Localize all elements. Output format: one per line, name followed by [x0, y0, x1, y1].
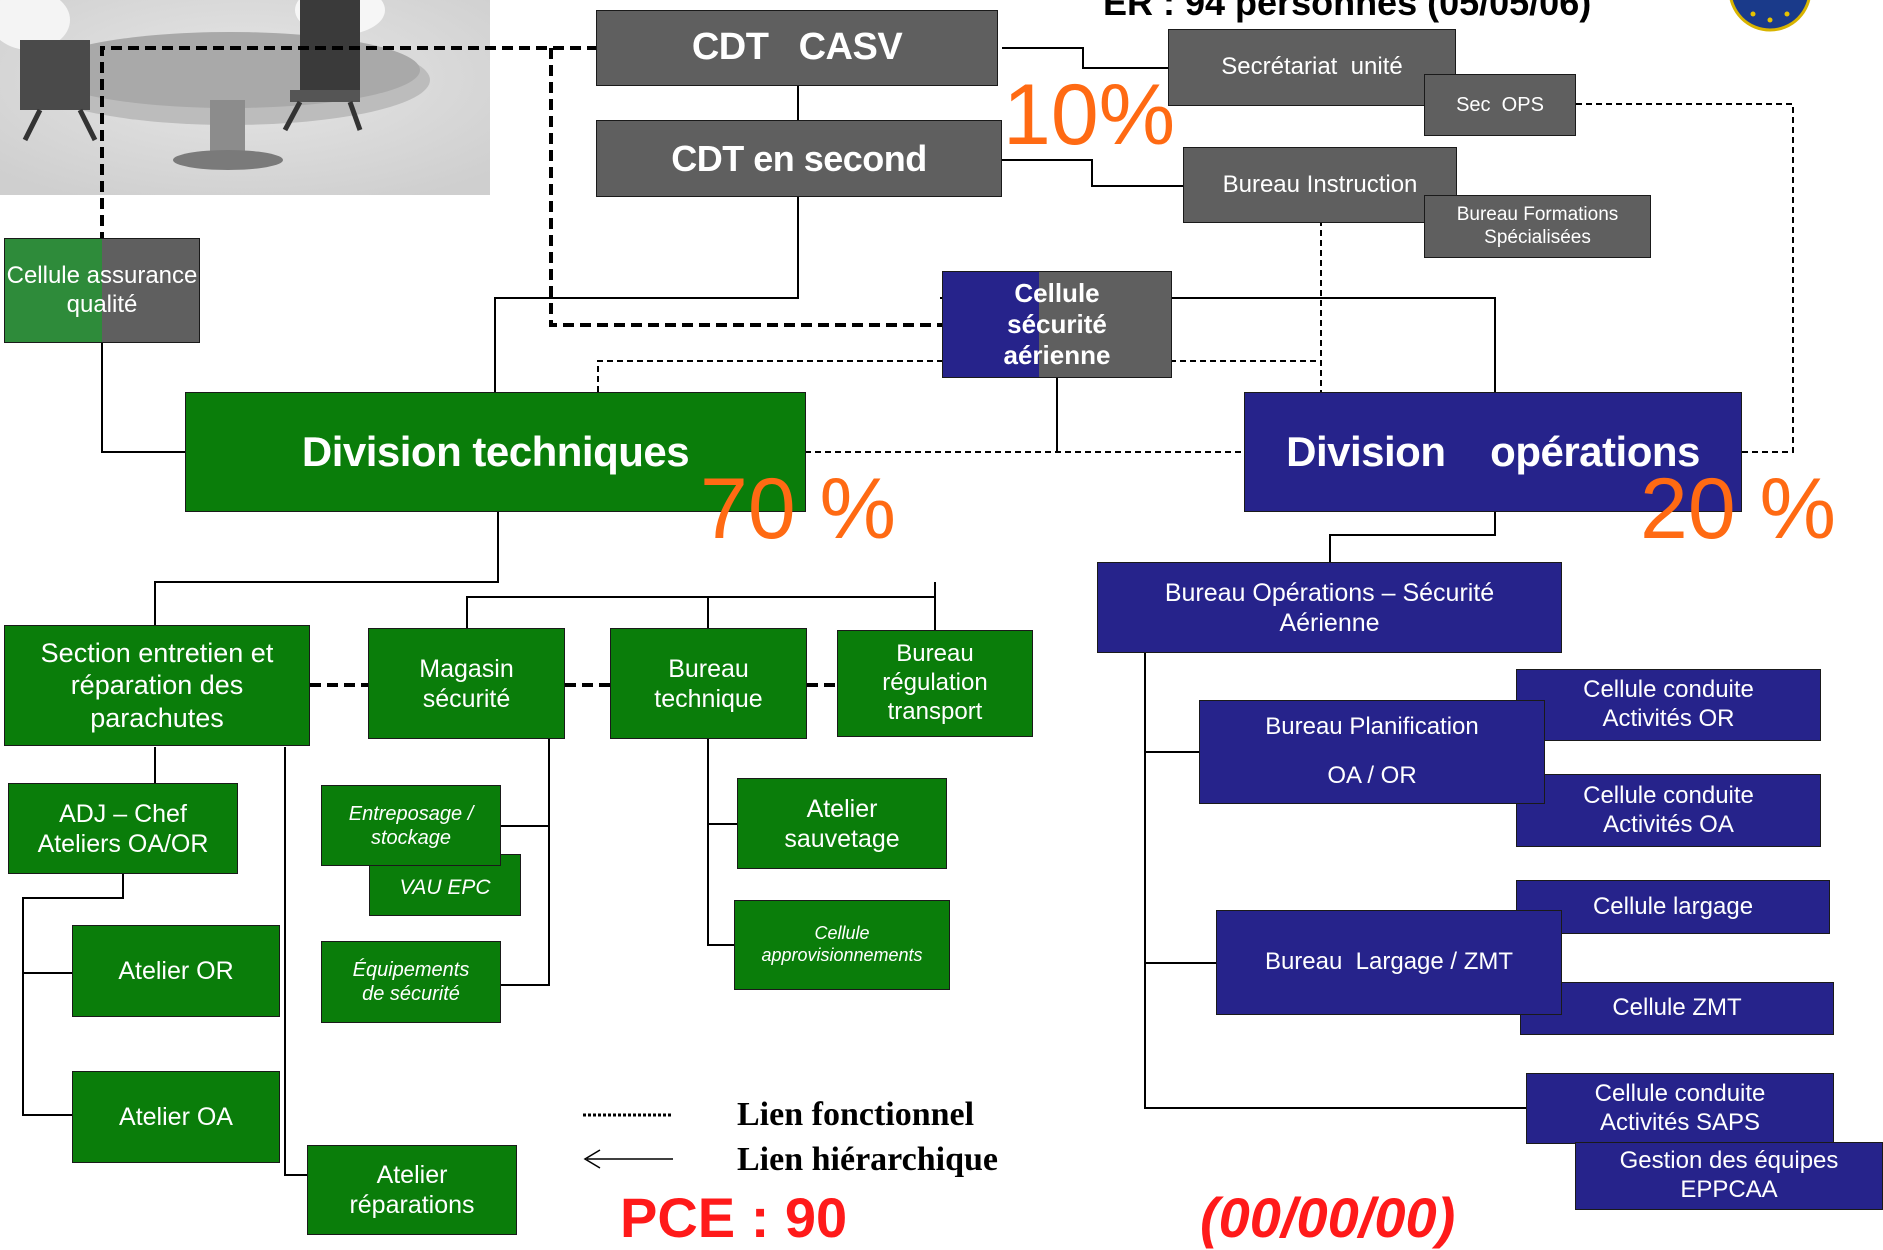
division-operations-box: Division opérations: [1244, 392, 1742, 512]
atelier-oa-label: Atelier OA: [119, 1103, 233, 1131]
tech-percentage: 70 %: [700, 461, 897, 557]
atelier-reparations-box: Atelier réparations: [307, 1145, 517, 1235]
adj-chef-label: ADJ – Chef Ateliers OA/OR: [37, 799, 209, 858]
cellule-or-label: Cellule conduite Activités OR: [1583, 676, 1754, 732]
adj-chef-box: ADJ – Chef Ateliers OA/OR: [8, 783, 238, 874]
atelier-or-box: Atelier OR: [72, 925, 280, 1017]
connector-lines: [22, 46, 1794, 1176]
cellule-appro-label: Cellule approvisionnements: [761, 923, 923, 965]
cdt-second-label: CDT en second: [671, 137, 927, 179]
cellule-zmt-label: Cellule ZMT: [1612, 994, 1742, 1022]
cdt-second-box: CDT en second: [596, 120, 1002, 197]
bureau-regulation-label: Bureau régulation transport: [882, 640, 988, 725]
legend-functional-label: Lien fonctionnel: [737, 1096, 975, 1133]
cellule-saps-box: Cellule conduite Activités SAPS: [1526, 1073, 1834, 1144]
magasin-securite-box: Magasin sécurité: [368, 628, 565, 739]
legend-hierarchical-label: Lien hiérarchique: [737, 1141, 998, 1178]
vau-epc-label: VAU EPC: [399, 876, 491, 900]
entreposage-label: Entreposage / stockage: [348, 802, 474, 849]
division-operations-label: Division opérations: [1286, 427, 1700, 475]
cellule-largage-box: Cellule largage: [1516, 880, 1830, 934]
sec-ops-box: Sec OPS: [1424, 74, 1576, 136]
atelier-sauvetage-label: Atelier sauvetage: [784, 794, 900, 853]
assurance-qualite-box: Cellule assurance qualité: [4, 238, 200, 343]
bureau-technique-label: Bureau technique: [654, 654, 763, 713]
atelier-oa-box: Atelier OA: [72, 1071, 280, 1163]
secretariat-label: Secrétariat unité: [1221, 53, 1403, 81]
emblem-icon: [1729, 0, 1811, 32]
cellule-zmt-box: Cellule ZMT: [1520, 982, 1834, 1035]
sec-ops-label: Sec OPS: [1456, 94, 1544, 116]
bureau-planification-box: Bureau Planification OA / OR: [1199, 700, 1545, 804]
secretariat-box: Secrétariat unité: [1168, 29, 1456, 106]
securite-aerienne-box: Cellule sécurité aérienne: [942, 271, 1172, 378]
bureau-largage-box: Bureau Largage / ZMT: [1216, 910, 1562, 1015]
section-entretien-box: Section entretien et réparation des para…: [4, 625, 310, 746]
cdt-casv-box: CDT CASV: [596, 10, 998, 86]
cellule-oa-label: Cellule conduite Activités OA: [1583, 781, 1754, 838]
cellule-appro-box: Cellule approvisionnements: [734, 900, 950, 990]
bureau-planification-label: Bureau Planification: [1265, 713, 1479, 741]
cdt-casv-label: CDT CASV: [691, 26, 903, 69]
division-techniques-label: Division techniques: [301, 427, 690, 475]
bureau-instruction-label: Bureau Instruction: [1222, 170, 1418, 198]
meeting-photo: [0, 0, 490, 195]
equipements-box: Équipements de sécurité: [321, 941, 501, 1023]
ops-percentage: 20 %: [1640, 461, 1837, 557]
gestion-equipes-label: Gestion des équipes EPPCAA: [1619, 1147, 1839, 1203]
cellule-oa-box: Cellule conduite Activités OA: [1516, 774, 1821, 847]
section-entretien-label: Section entretien et réparation des para…: [40, 637, 274, 733]
footer-pce: PCE : 90: [620, 1186, 848, 1249]
cellule-largage-label: Cellule largage: [1592, 892, 1754, 920]
bureau-largage-label: Bureau Largage / ZMT: [1264, 948, 1514, 976]
bureau-technique-box: Bureau technique: [610, 628, 807, 739]
bureau-regulation-box: Bureau régulation transport: [837, 630, 1033, 737]
securite-aerienne-label: Cellule sécurité aérienne: [1003, 277, 1111, 371]
bureau-ops-secu-label: Bureau Opérations – Sécurité Aérienne: [1164, 578, 1495, 637]
atelier-sauvetage-box: Atelier sauvetage: [737, 778, 947, 869]
bureau-planification-sublabel: OA / OR: [1327, 762, 1417, 789]
bureau-formations-box: Bureau Formations Spécialisées: [1424, 195, 1651, 258]
personnel-header: ER : 94 personnes (05/05/06): [1103, 0, 1592, 23]
bureau-instruction-box: Bureau Instruction: [1183, 147, 1457, 223]
cellule-or-box: Cellule conduite Activités OR: [1516, 669, 1821, 741]
cellule-saps-label: Cellule conduite Activités SAPS: [1594, 1079, 1766, 1136]
assurance-qualite-label: Cellule assurance qualité: [6, 261, 198, 318]
entreposage-box: Entreposage / stockage: [321, 785, 501, 866]
gestion-equipes-box: Gestion des équipes EPPCAA: [1575, 1142, 1883, 1210]
magasin-securite-label: Magasin sécurité: [419, 654, 514, 713]
division-techniques-box: Division techniques: [185, 392, 806, 512]
equipements-label: Équipements de sécurité: [352, 959, 470, 1005]
atelier-reparations-label: Atelier réparations: [349, 1161, 475, 1219]
footer-date: (00/00/00): [1200, 1186, 1456, 1249]
bureau-ops-secu-box: Bureau Opérations – Sécurité Aérienne: [1097, 562, 1562, 653]
command-percentage: 10%: [1003, 67, 1176, 163]
bureau-formations-label: Bureau Formations Spécialisées: [1456, 203, 1619, 248]
atelier-or-label: Atelier OR: [118, 957, 234, 985]
